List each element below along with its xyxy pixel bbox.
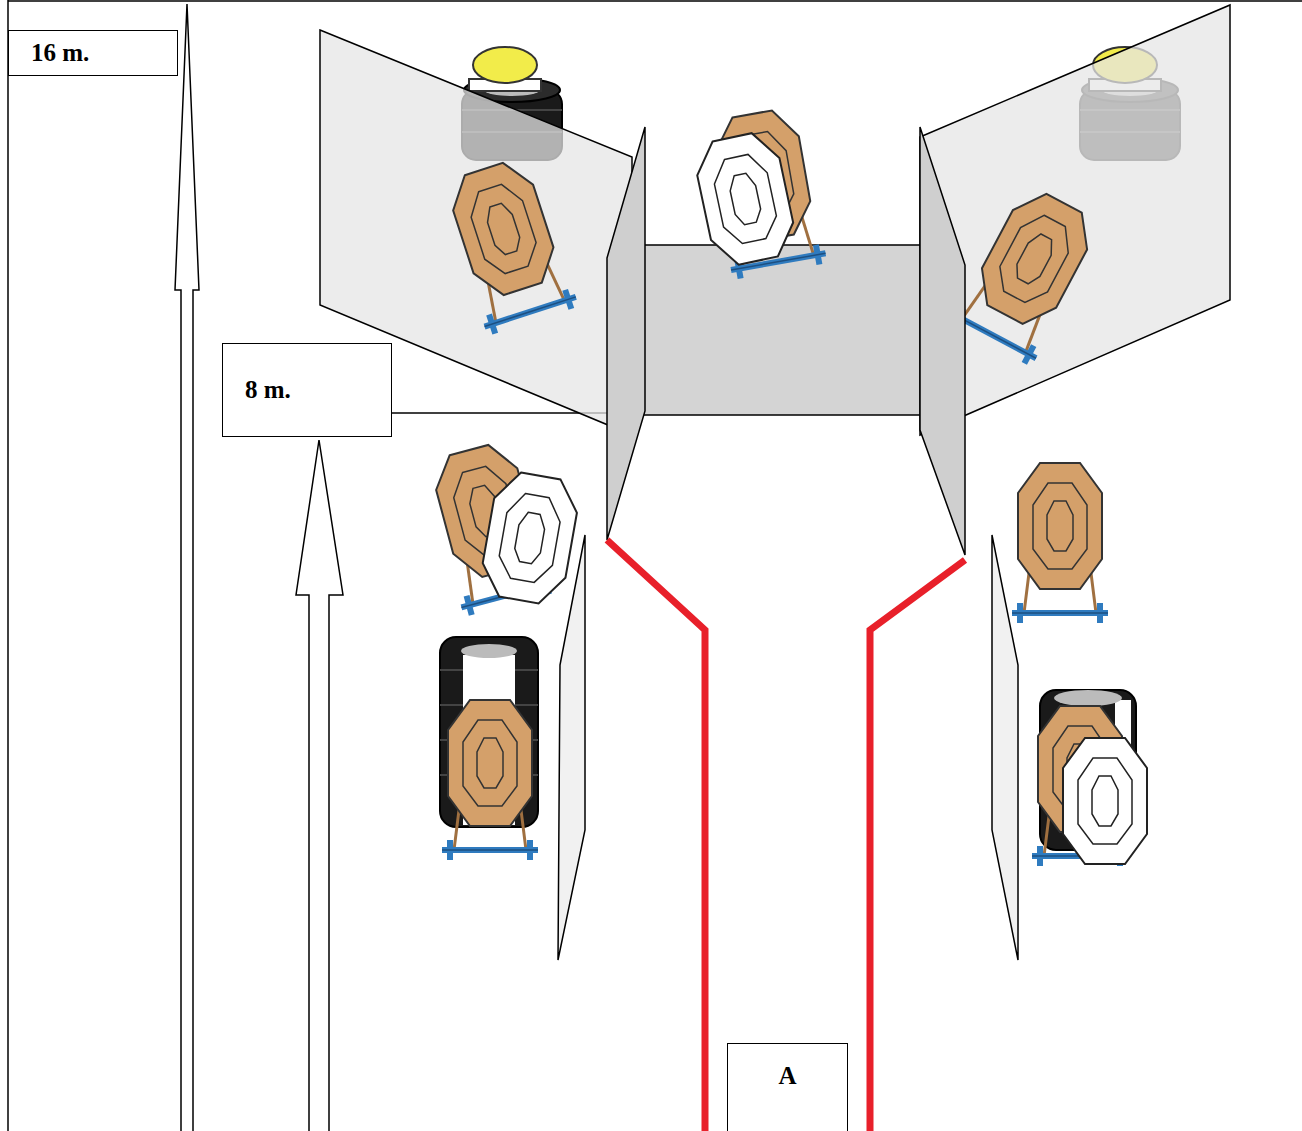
- distance-label-box: 16 m.: [8, 30, 178, 76]
- distance-label-box: 8 m.: [222, 343, 392, 437]
- node-text: 8 m.: [245, 376, 291, 404]
- start-position-box: A: [727, 1043, 848, 1131]
- node-text: A: [778, 1062, 796, 1090]
- node-text: 16 m.: [31, 39, 89, 67]
